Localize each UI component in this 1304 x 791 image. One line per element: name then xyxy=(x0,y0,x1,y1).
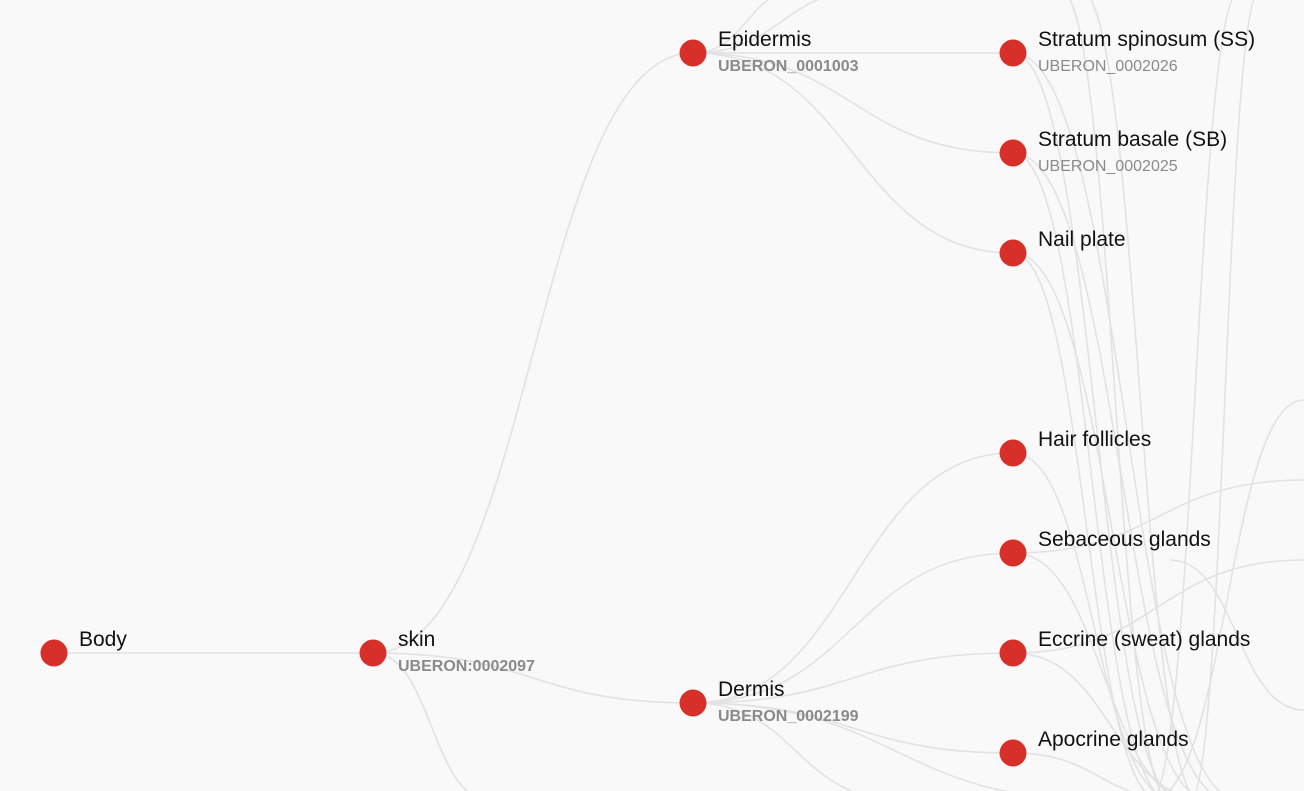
node-body[interactable]: Body xyxy=(40,628,128,667)
offscreen-edge xyxy=(692,0,820,54)
node-label[interactable]: Stratum basale (SB) xyxy=(1038,128,1227,151)
edge-skin-dermis xyxy=(372,652,694,704)
offscreen-edge xyxy=(1012,252,1146,791)
node-dot[interactable] xyxy=(999,439,1027,467)
node-identifier: UBERON:0002097 xyxy=(398,658,535,675)
node-dot[interactable] xyxy=(679,39,707,67)
edges xyxy=(54,52,1014,754)
node-stratum-spinosum[interactable]: Stratum spinosum (SS) UBERON_0002026 xyxy=(999,28,1256,75)
offscreen-edge xyxy=(1012,52,1221,791)
offscreen-edge xyxy=(1012,552,1169,791)
offscreen-edge xyxy=(692,0,770,54)
node-dot[interactable] xyxy=(40,639,68,667)
node-label[interactable]: Epidermis xyxy=(718,28,811,51)
node-hair-follicles[interactable]: Hair follicles xyxy=(999,428,1152,467)
offscreen-edge xyxy=(1012,252,1191,791)
offscreen-edge xyxy=(1069,0,1162,791)
offscreen-edge xyxy=(372,652,469,791)
offscreen-edge xyxy=(1195,0,1255,791)
node-label[interactable]: Body xyxy=(79,628,127,651)
offscreen-edge xyxy=(1012,152,1156,791)
node-dot[interactable] xyxy=(999,639,1027,667)
offscreen-edge xyxy=(1169,559,1304,711)
node-dot[interactable] xyxy=(999,139,1027,167)
offscreen-edge xyxy=(1167,399,1304,791)
offscreen-edge xyxy=(692,702,854,791)
node-label[interactable]: Stratum spinosum (SS) xyxy=(1038,28,1255,51)
offscreen-edge xyxy=(1012,559,1304,654)
node-identifier: UBERON_0002199 xyxy=(718,708,859,725)
node-apocrine-glands[interactable]: Apocrine glands xyxy=(999,728,1189,767)
edge-dermis-apocrine-glands xyxy=(692,702,1014,754)
offscreen-edge xyxy=(1012,652,1174,791)
node-label[interactable]: Apocrine glands xyxy=(1038,728,1189,751)
offscreen-edge xyxy=(1012,752,1132,791)
node-stratum-basale[interactable]: Stratum basale (SB) UBERON_0002025 xyxy=(999,128,1228,175)
offscreen-edge xyxy=(1156,0,1233,791)
offscreen-edge xyxy=(1012,452,1156,791)
edge-epidermis-stratum-basale xyxy=(692,52,1014,154)
edge-dermis-sebaceous-glands xyxy=(692,552,1014,704)
node-nail-plate[interactable]: Nail plate xyxy=(999,228,1126,267)
offscreen-edge xyxy=(1012,152,1211,791)
node-label[interactable]: Nail plate xyxy=(1038,228,1126,251)
node-label[interactable]: Dermis xyxy=(718,678,785,701)
edge-skin-epidermis xyxy=(372,52,694,654)
offscreen-edge xyxy=(1090,0,1191,791)
edge-epidermis-nail-plate xyxy=(692,52,1014,254)
node-dot[interactable] xyxy=(679,689,707,717)
node-dot[interactable] xyxy=(359,639,387,667)
node-label[interactable]: Eccrine (sweat) glands xyxy=(1038,628,1250,651)
node-label[interactable]: Hair follicles xyxy=(1038,428,1151,451)
edge-dermis-eccrine-glands xyxy=(692,652,1014,704)
node-eccrine-glands[interactable]: Eccrine (sweat) glands xyxy=(999,628,1251,667)
node-dot[interactable] xyxy=(999,239,1027,267)
node-sebaceous-glands[interactable]: Sebaceous glands xyxy=(999,528,1211,567)
edge-dermis-hair-follicles xyxy=(692,452,1014,704)
node-identifier: UBERON_0001003 xyxy=(718,58,859,75)
node-identifier: UBERON_0002026 xyxy=(1038,58,1178,75)
node-label[interactable]: Sebaceous glands xyxy=(1038,528,1211,551)
offscreen-edges xyxy=(372,0,1304,791)
offscreen-edge xyxy=(1012,479,1304,554)
node-identifier: UBERON_0002025 xyxy=(1038,158,1178,175)
node-label[interactable]: skin xyxy=(398,628,435,651)
offscreen-edge xyxy=(1012,52,1166,791)
node-dot[interactable] xyxy=(999,739,1027,767)
node-dot[interactable] xyxy=(999,539,1027,567)
node-dot[interactable] xyxy=(999,39,1027,67)
